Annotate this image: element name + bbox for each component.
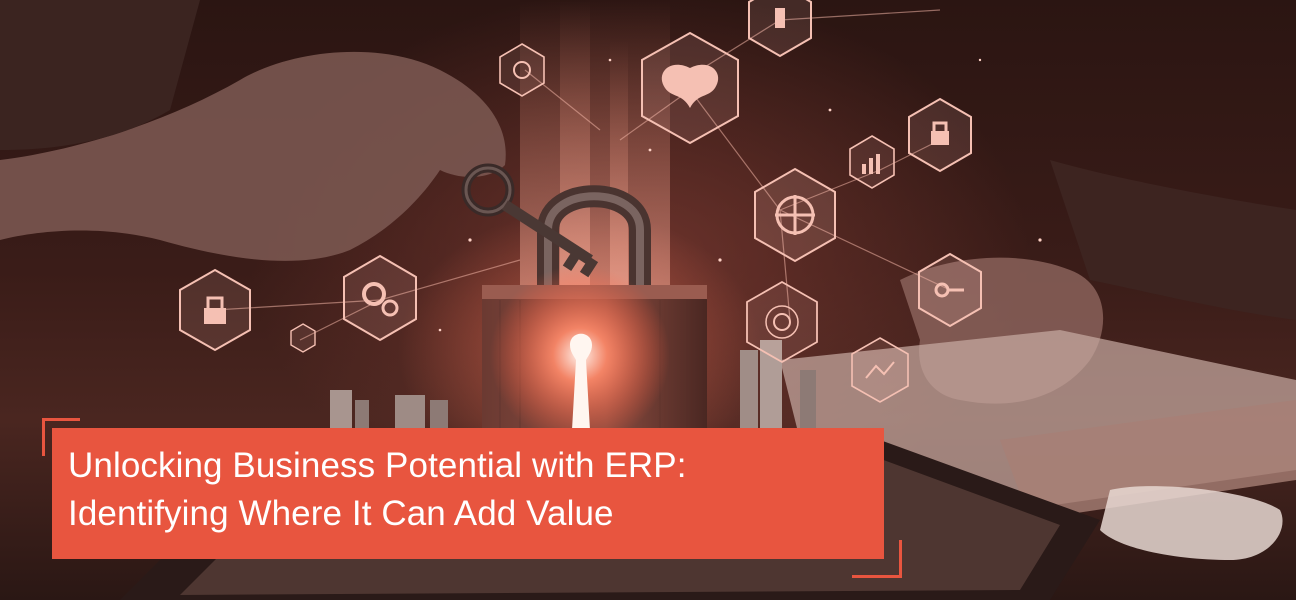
network-lines	[214, 9, 951, 341]
gear-icon	[362, 282, 386, 306]
title-banner: Unlocking Business Potential with ERP: I…	[52, 428, 884, 559]
hand-holding-key	[0, 0, 506, 261]
lock-icon	[931, 131, 949, 145]
sparkles	[438, 58, 1042, 332]
wings-icon	[661, 64, 719, 108]
hexagon-icon-shield-left	[179, 268, 251, 352]
chart-icon	[862, 164, 866, 174]
hexagon-icon-gears	[343, 254, 417, 342]
hexagon-icon-small-left	[499, 43, 545, 97]
accent-corner-top-left	[42, 418, 80, 456]
hexagon-icon-globe	[754, 167, 836, 263]
hexagon-icon-tiny	[290, 323, 316, 353]
hexagon-icon-graph	[851, 337, 909, 403]
hexagon-icon-fingerprint	[746, 280, 818, 364]
city-buildings	[330, 340, 816, 430]
hexagon-icon-key	[918, 252, 982, 328]
page-title-line-2: Identifying Where It Can Add Value	[68, 494, 614, 533]
hexagon-icon-top	[748, 0, 812, 58]
accent-corner-bottom-right	[852, 540, 902, 578]
key-icon	[461, 163, 599, 278]
hexagon-icon-lock-right	[908, 97, 972, 173]
page-title-line-1: Unlocking Business Potential with ERP:	[68, 446, 687, 485]
hexagon-icon-chart	[849, 135, 895, 189]
hexagon-icon-wings	[641, 31, 739, 145]
